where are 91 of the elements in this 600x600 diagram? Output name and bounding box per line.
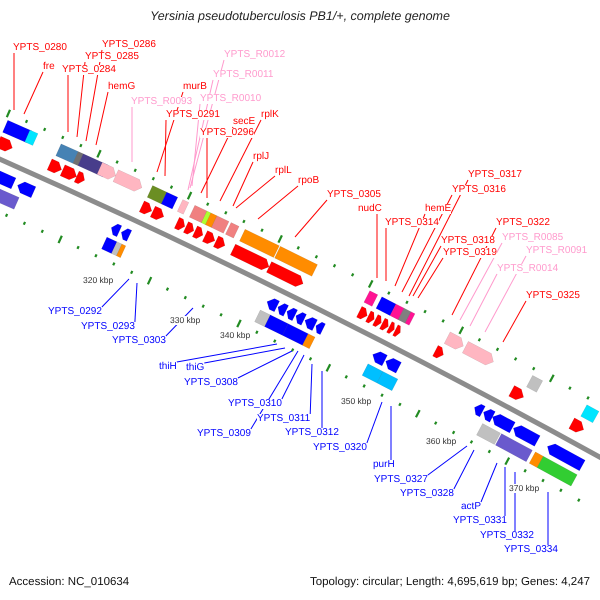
- leader-line: [484, 256, 526, 332]
- gene-label: actP: [461, 502, 482, 512]
- gene-label: thiG: [186, 363, 204, 373]
- gene-label: rpoB: [298, 176, 320, 186]
- gene-label: YPTS_R0014: [497, 264, 558, 274]
- leader-line: [504, 466, 506, 516]
- leader-line: [220, 120, 262, 202]
- leader-line: [418, 258, 444, 298]
- leader-line: [480, 462, 498, 502]
- gene-label: rplJ: [253, 152, 270, 162]
- leader-line: [310, 364, 312, 414]
- gene-label: YPTS_0322: [496, 218, 550, 228]
- gene-label: YPTS_0292: [48, 307, 102, 317]
- scale-label: 360 kbp: [426, 437, 456, 446]
- scale-label: 370 kbp: [509, 484, 540, 492]
- gene-label: YPTS_0328: [400, 489, 454, 499]
- gene-label: YPTS_0325: [526, 291, 580, 301]
- leader-line: [366, 402, 382, 444]
- gene-label: YPTS_0314: [385, 218, 439, 228]
- gene-label: YPTS_0286: [102, 40, 156, 50]
- gene-label: rplK: [261, 110, 279, 120]
- gene-label: secE: [233, 117, 256, 127]
- gene-label: YPTS_R0010: [200, 94, 262, 104]
- leader-line: [514, 472, 516, 532]
- leader-line: [453, 450, 474, 490]
- gene-label: YPTS_0309: [197, 429, 251, 439]
- title: Yersinia pseudotuberculosis PB1/+, complete genome: [149, 10, 451, 22]
- gene-label: YPTS_0334: [504, 545, 558, 555]
- gene-label: YPTS_0296: [200, 128, 254, 138]
- gene-label: YPTS_R0011: [213, 70, 274, 80]
- gene-label: YPTS_0316: [452, 185, 506, 195]
- leader-line: [412, 246, 442, 296]
- gene-label: YPTS_0317: [468, 170, 522, 180]
- gene-label: YPTS_R0085: [502, 233, 564, 243]
- leader-line: [134, 282, 138, 322]
- gene-label: YPTS_0285: [85, 52, 139, 62]
- gene-label: hemE: [425, 204, 452, 214]
- gene-label: YPTS_0327: [374, 475, 428, 485]
- leader-line: [24, 72, 44, 114]
- scale-label: 350 kbp: [341, 397, 372, 406]
- gene-label: YPTS_0310: [228, 399, 282, 409]
- gene-label: rplL: [275, 166, 292, 176]
- gene-label: hemG: [108, 82, 136, 92]
- gene-label: YPTS_0308: [184, 378, 238, 388]
- leader-line: [206, 138, 208, 198]
- gene-label: YPTS_0284: [62, 65, 116, 75]
- leader-line: [236, 176, 276, 208]
- leader-line: [232, 162, 254, 206]
- gene-label: nudC: [358, 204, 382, 214]
- leader-line: [427, 446, 468, 476]
- gene-label: YPTS_R0091: [526, 246, 588, 256]
- leader-line: [164, 120, 166, 176]
- gene-label: murB: [183, 82, 207, 92]
- gene-label: YPTS_0332: [480, 531, 534, 541]
- scale-label: 320 kbp: [83, 276, 114, 284]
- gene-label: YPTS_0303: [112, 336, 166, 346]
- footer-text: Topology: circular; Length: 4,695,619 bp; Genes: 4,247: [310, 577, 590, 588]
- leader-line: [96, 92, 108, 146]
- leader-line: [408, 180, 468, 296]
- scale-label: 330 kbp: [170, 316, 200, 324]
- leader-line: [390, 406, 392, 460]
- leader-line: [294, 200, 328, 238]
- leader-line: [258, 186, 298, 220]
- leader-line: [376, 214, 378, 278]
- leader-line: [176, 344, 278, 362]
- gene-label: YPTS_0305: [327, 190, 381, 200]
- gene-label: YPTS_0293: [81, 322, 135, 332]
- leader-line: [237, 350, 292, 378]
- leader-line: [204, 348, 286, 364]
- leader-line: [502, 300, 526, 342]
- leader-line: [76, 62, 86, 138]
- gene-label: fre: [43, 62, 55, 72]
- scale-label: 340 kbp: [220, 331, 250, 340]
- leader-line: [101, 278, 130, 308]
- gene-label: YPTS_0319: [443, 248, 497, 258]
- footer-text: Accession: NC_010634: [9, 577, 130, 588]
- leader-line: [281, 354, 304, 400]
- gene-label: YPTS_0291: [166, 110, 220, 120]
- gene-label: YPTS_0311: [257, 414, 310, 424]
- gene-label: YPTS_R0093: [131, 97, 192, 107]
- gene-label: YPTS_0312: [285, 428, 339, 438]
- gene-label: YPTS_R0012: [224, 50, 286, 60]
- gene-label: YPTS_0318: [441, 236, 495, 246]
- leader-line: [460, 242, 502, 320]
- gene-label: YPTS_0280: [13, 43, 67, 53]
- leader-line: [192, 104, 200, 186]
- gene-label: YPTS_0331: [453, 516, 507, 526]
- gene-label: thiH: [159, 362, 177, 372]
- gene-label: purH: [373, 460, 395, 470]
- gene-label: YPTS_0320: [313, 443, 367, 453]
- leader-line: [470, 274, 498, 326]
